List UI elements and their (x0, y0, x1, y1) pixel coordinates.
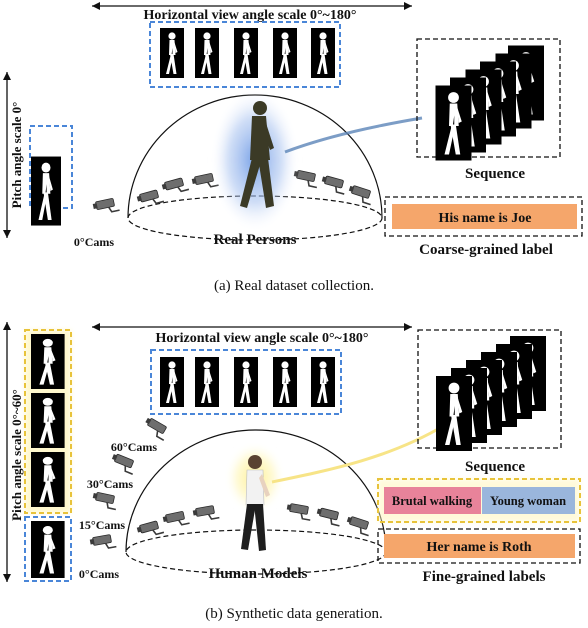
camera-icon (108, 451, 139, 476)
horizontal-scale-arrow-b (92, 323, 412, 331)
panel-a: Horizontal view angle scale 0°~180° Pitc… (3, 2, 583, 294)
sequence-connector-a (284, 116, 423, 154)
walker-silhouette-icon (31, 334, 65, 389)
sequence-box-b (417, 329, 562, 449)
camera-icon (161, 509, 191, 530)
walker-silhouette-icon (311, 357, 335, 407)
camera-label-60: 60°Cams (111, 440, 157, 454)
walker-silhouette-icon (31, 521, 65, 578)
pitch-views-box-b (24, 329, 72, 514)
camera-icon (346, 183, 376, 206)
horizontal-scale-label-a: Horizontal view angle scale 0°~180° (144, 8, 357, 23)
dome-b (125, 429, 387, 553)
camera-icon (88, 533, 118, 552)
walker-silhouette-icon (31, 393, 65, 448)
walker-silhouette-icon (160, 357, 184, 407)
sequence-stack-a (435, 45, 544, 161)
pitch-scale-label-b: Pitch angle scale 0°~60° (9, 389, 24, 521)
coarse-label-caption: Coarse-grained label (419, 242, 553, 258)
sequence-stack-b (436, 336, 546, 451)
camera-label-0-b: 0°Cams (79, 567, 119, 581)
camera-icon (191, 504, 221, 523)
pitch-scale-arrow-b (3, 322, 11, 582)
name-label-text-b: Her name is Roth (426, 540, 531, 555)
camera-icon (91, 196, 121, 217)
name-label-bar-a (392, 204, 577, 229)
camera-label-30: 30°Cams (87, 477, 133, 491)
camera-icon (314, 506, 344, 527)
camera-icon (135, 518, 165, 540)
pitch-scale-arrow-a (3, 72, 11, 238)
caption-b: (b) Synthetic data generation. (205, 606, 382, 622)
horizontal-views-box-b (150, 349, 342, 415)
sequence-connector-b (271, 423, 446, 484)
camera-label-15: 15°Cams (79, 518, 125, 532)
person-figure-icon (240, 101, 274, 208)
camera-icon (135, 187, 165, 209)
name-label-text-a: His name is Joe (439, 211, 532, 226)
walker-silhouette-icon (234, 357, 258, 407)
camera-icon (344, 514, 374, 537)
attribute-text-1: Brutal walking (392, 494, 473, 508)
caption-a: (a) Real dataset collection. (214, 278, 374, 294)
attributes-box (377, 478, 581, 523)
walker-silhouette-icon (195, 28, 219, 78)
sequence-label-a: Sequence (465, 166, 525, 182)
person-figure-icon (241, 455, 270, 551)
camera-label-0-a: 0°Cams (74, 235, 114, 249)
walker-silhouette-icon (273, 28, 297, 78)
camera-icon (90, 490, 120, 511)
attribute-bar-1 (384, 487, 481, 514)
walker-silhouette-icon (273, 357, 297, 407)
fine-label-caption: Fine-grained labels (423, 569, 546, 585)
walker-silhouette-icon (160, 28, 184, 78)
walker-silhouette-icon (31, 452, 65, 507)
name-label-bar-b (384, 534, 575, 558)
attribute-bar-2 (482, 487, 575, 514)
sequence-label-b: Sequence (465, 459, 525, 475)
attribute-text-2: Young woman (490, 494, 566, 508)
camera-icon (284, 502, 314, 521)
camera-icon (160, 175, 190, 197)
walker-silhouette-icon (311, 28, 335, 78)
pitch-scale-label-a: Pitch angle scale 0° (9, 102, 24, 209)
horizontal-scale-label-b: Horizontal view angle scale 0°~180° (156, 331, 369, 346)
horizontal-scale-arrow-a (92, 2, 412, 10)
sequence-box-a (416, 38, 561, 158)
pitch-zero-box-b (24, 516, 72, 582)
name-box-b (377, 528, 581, 564)
dome-label-b: Human Models (209, 566, 308, 582)
dome-label-a: Real Persons (214, 232, 297, 248)
camera-icon (141, 415, 172, 442)
panel-b: Horizontal view angle scale 0°~180° Pitc… (3, 322, 581, 622)
walker-silhouette-icon (31, 156, 61, 226)
camera-icon (319, 174, 349, 195)
coarse-label-box (384, 196, 583, 237)
walker-silhouette-icon (234, 28, 258, 78)
walker-silhouette-icon (195, 357, 219, 407)
